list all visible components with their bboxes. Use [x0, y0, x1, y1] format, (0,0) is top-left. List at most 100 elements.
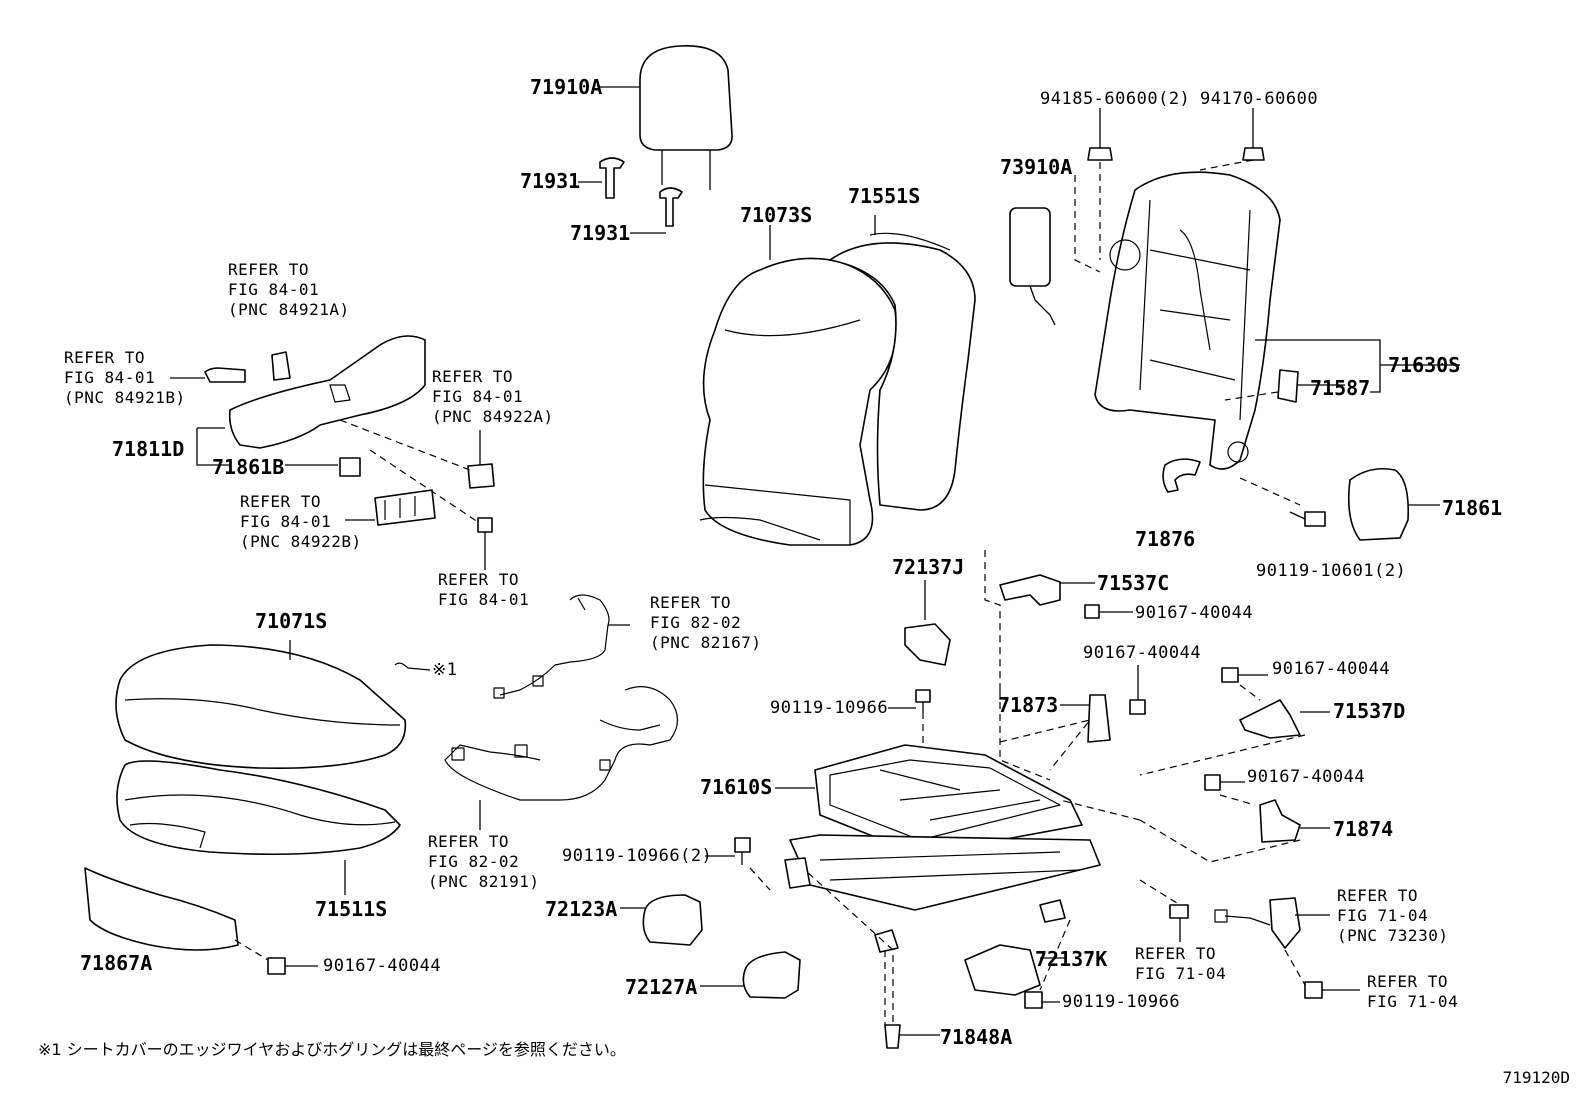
wire-harness-82191 [444, 686, 679, 830]
label-71811D: 71811D [112, 437, 185, 461]
headrest-support-71931 [578, 157, 683, 234]
label-71867A: 71867A [80, 951, 153, 975]
nuts-9418x [1087, 108, 1265, 260]
footnote: ※1 シートカバーのエッジワイヤおよびホグリングは最終ページを参照ください。 [38, 1040, 626, 1059]
hinge-cover-71876 [1162, 458, 1201, 493]
label-71587: 71587 [1310, 376, 1371, 400]
refer-71-04-b: REFER TO FIG 71-04 [1367, 972, 1458, 1012]
seatback-board-71551S [829, 215, 976, 511]
label-73910A: 73910A [1000, 155, 1073, 179]
bracket-71537D [1139, 667, 1330, 776]
label-71511S: 71511S [315, 897, 388, 921]
label-71861: 71861 [1442, 496, 1503, 520]
label-72137K: 72137K [1035, 947, 1108, 971]
refer-73230-line1: REFER TO [1337, 886, 1419, 905]
label-71931-a: 71931 [520, 169, 581, 193]
label-71874: 71874 [1333, 817, 1394, 841]
refer-84921A-line1: REFER TO [228, 260, 310, 279]
refer-84922A-line2: FIG 84-01 [432, 387, 524, 406]
clip-71587 [1224, 369, 1345, 403]
label-94185-60600-2: 94185-60600(2) [1040, 89, 1191, 109]
label-71910A: 71910A [530, 75, 603, 99]
refer-71-04-b-line2: FIG 71-04 [1367, 992, 1459, 1011]
label-71630S: 71630S [1388, 353, 1461, 377]
cover-72137J [888, 580, 951, 745]
label-90167-40044-a: 90167-40044 [323, 956, 442, 976]
refer-82167-line1: REFER TO [650, 593, 732, 612]
bolt-90119-10966-2 [705, 837, 771, 891]
bracket-71537C [984, 550, 1133, 690]
headrest-71910A [600, 45, 733, 190]
label-72123A: 72123A [545, 897, 618, 921]
plug-71848A [804, 869, 940, 1049]
refer-84921A: REFER TO FIG 84-01 (PNC 84921A) [228, 260, 350, 320]
seatback-cover-71073S [699, 225, 898, 546]
label-90119-10966-2: 90119-10966(2) [562, 846, 713, 866]
label-mark-1: ※1 [432, 660, 458, 680]
label-71537C: 71537C [1097, 571, 1170, 595]
bracket-71874 [1139, 774, 1330, 863]
refer-84-01: REFER TO FIG 84-01 [438, 570, 529, 610]
figure-id: 719120D [1502, 1068, 1570, 1087]
refer-84922A-line1: REFER TO [432, 367, 514, 386]
refer-71-04-a-line2: FIG 71-04 [1135, 964, 1227, 983]
bracket-84922B [345, 449, 493, 570]
cover-72137K [964, 919, 1071, 1009]
label-71873: 71873 [998, 693, 1059, 717]
label-71071S: 71071S [255, 609, 328, 633]
refer-82167: REFER TO FIG 82-02 (PNC 82167) [650, 593, 761, 653]
refer-84921B-line3: (PNC 84921B) [64, 388, 186, 407]
refer-71-04-a-line1: REFER TO [1135, 944, 1217, 963]
label-71876: 71876 [1135, 527, 1196, 551]
label-72127A: 72127A [625, 975, 698, 999]
refer-82167-line3: (PNC 82167) [650, 633, 762, 652]
front-panel-71867A [84, 867, 318, 975]
refer-84922B-line3: (PNC 84922B) [240, 532, 362, 551]
cover-72127A [700, 951, 801, 999]
refer-82191-line1: REFER TO [428, 832, 510, 851]
refer-82167-line2: FIG 82-02 [650, 613, 742, 632]
recliner-cover-71861 [1347, 467, 1440, 541]
label-90119-10966-b: 90119-10966 [1062, 992, 1181, 1012]
label-71931-b: 71931 [570, 221, 631, 245]
refer-84921B-line2: FIG 84-01 [64, 368, 156, 387]
refer-73230: REFER TO FIG 71-04 (PNC 73230) [1337, 886, 1448, 946]
refer-73230-line2: FIG 71-04 [1337, 906, 1429, 925]
label-90167-40044-c: 90167-40044 [1083, 643, 1202, 663]
seat-belt-buckle-73230 [1139, 879, 1360, 999]
seatback-frame-71630S [1094, 171, 1460, 470]
label-72137J: 72137J [892, 555, 965, 579]
refer-84922B-line1: REFER TO [240, 492, 322, 511]
side-shield-71811D [170, 335, 426, 477]
cover-72123A [620, 894, 703, 946]
refer-82191-line3: (PNC 82191) [428, 872, 540, 891]
label-71073S: 71073S [740, 203, 813, 227]
label-90119-10966-a: 90119-10966 [770, 698, 889, 718]
label-94170-60600: 94170-60600 [1200, 89, 1319, 109]
label-90167-40044-d: 90167-40044 [1272, 659, 1391, 679]
refer-82191: REFER TO FIG 82-02 (PNC 82191) [428, 832, 539, 892]
label-71551S: 71551S [848, 184, 921, 208]
refer-84922B-line2: FIG 84-01 [240, 512, 332, 531]
refer-82191-line2: FIG 82-02 [428, 852, 520, 871]
seat-track-71610S [775, 690, 1141, 953]
refer-84921B: REFER TO FIG 84-01 (PNC 84921B) [64, 348, 186, 408]
refer-73230-line3: (PNC 73230) [1337, 926, 1449, 945]
label-71610S: 71610S [700, 775, 773, 799]
label-71537D: 71537D [1333, 699, 1406, 723]
label-71861B: 71861B [212, 455, 285, 479]
refer-84922A: REFER TO FIG 84-01 (PNC 84922A) [432, 367, 554, 427]
switch-84922A [339, 419, 495, 489]
bolt-90119-10601 [1239, 477, 1326, 527]
wire-harness-82167 [394, 594, 630, 699]
refer-84-01-line1: REFER TO [438, 570, 520, 589]
cushion-cover-71071S [115, 640, 407, 770]
label-90119-10601-2: 90119-10601(2) [1256, 561, 1407, 581]
side-airbag-73910A [1009, 175, 1101, 326]
refer-84922A-line3: (PNC 84922A) [432, 407, 554, 426]
bracket-71873 [999, 665, 1146, 771]
label-71848A: 71848A [940, 1025, 1013, 1049]
refer-84-01-line2: FIG 84-01 [438, 590, 530, 609]
refer-71-04-a: REFER TO FIG 71-04 [1135, 944, 1226, 984]
